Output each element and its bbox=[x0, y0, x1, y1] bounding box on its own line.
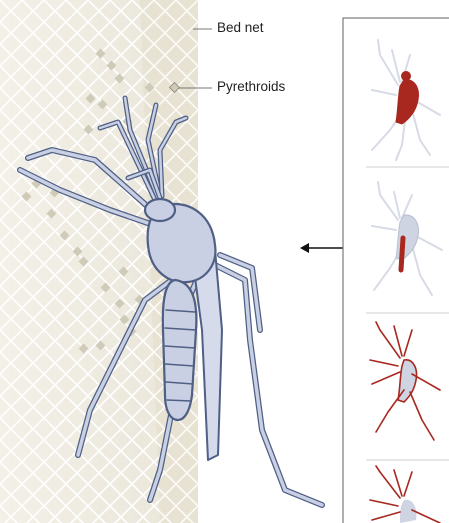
resistance-panel bbox=[343, 18, 449, 523]
pyrethroids-label: Pyrethroids bbox=[217, 79, 285, 94]
bed-net-label: Bed net bbox=[217, 20, 264, 35]
arrow-left-icon bbox=[300, 243, 343, 253]
